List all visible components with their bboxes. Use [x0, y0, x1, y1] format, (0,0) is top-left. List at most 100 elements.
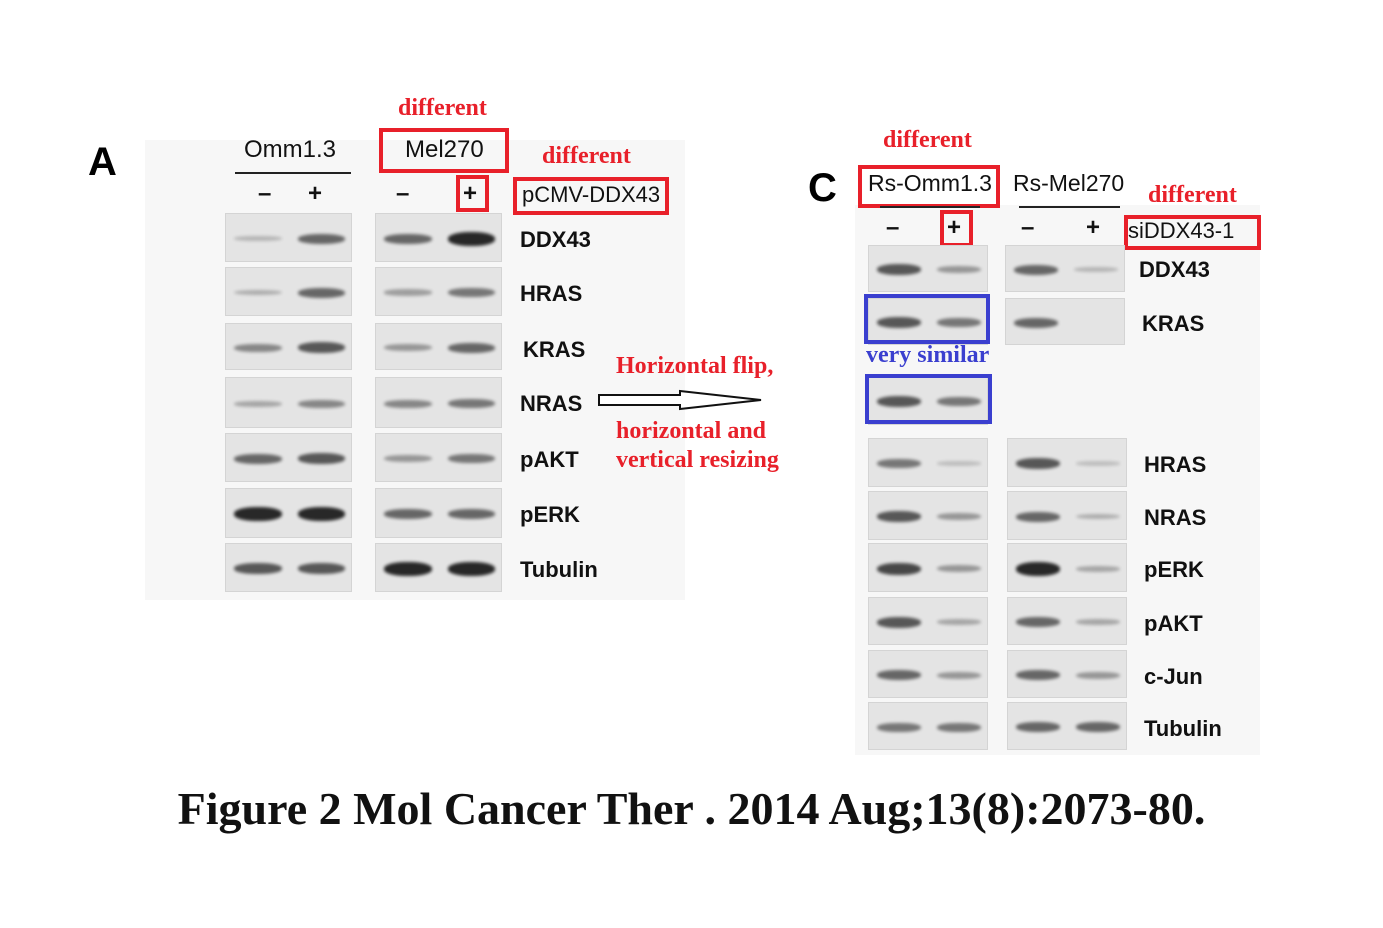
- protein-label: pERK: [1144, 557, 1204, 582]
- protein-label: DDX43: [1139, 257, 1210, 282]
- protein-label: KRAS: [1142, 311, 1205, 336]
- protein-band: [447, 231, 495, 246]
- cell-line-rs-omm13: Rs-Omm1.3: [868, 170, 992, 196]
- blot-panel: [1007, 702, 1127, 750]
- protein-label: c-Jun: [1144, 664, 1203, 689]
- cell-line-mel270: Mel270: [405, 136, 484, 163]
- protein-band: [937, 396, 981, 406]
- panel-a-letter: A: [88, 140, 117, 184]
- lane-plus: +: [1086, 214, 1101, 241]
- protein-band: [877, 459, 921, 468]
- divider-line: [1019, 206, 1120, 208]
- protein-band: [297, 342, 345, 353]
- protein-band: [384, 455, 432, 462]
- annotation-different: different: [883, 127, 972, 153]
- protein-band: [1014, 264, 1058, 275]
- blot-panel: [1007, 543, 1127, 592]
- panel-c-letter: C: [808, 166, 837, 210]
- blot-panel: [375, 267, 502, 316]
- protein-band: [297, 287, 345, 298]
- protein-band: [447, 454, 495, 463]
- protein-band: [1016, 617, 1060, 627]
- annotation-resizing: vertical resizing: [616, 447, 779, 473]
- treatment-label: siDDX43-1: [1128, 218, 1235, 243]
- treatment-label: pCMV-DDX43: [522, 182, 661, 207]
- annotation-flip: Horizontal flip,: [616, 353, 774, 379]
- lane-plus: +: [947, 214, 962, 241]
- protein-band: [384, 344, 432, 351]
- highlight-box-similar: [864, 294, 990, 344]
- protein-band: [937, 461, 981, 466]
- protein-label: KRAS: [523, 337, 586, 362]
- protein-label: HRAS: [1144, 452, 1207, 477]
- blot-panel: [868, 597, 988, 645]
- protein-band: [877, 264, 921, 275]
- protein-band: [297, 507, 345, 521]
- protein-band: [1016, 722, 1060, 732]
- protein-label: Tubulin: [520, 557, 598, 582]
- protein-band: [1016, 511, 1060, 522]
- highlight-box-mel270: [379, 128, 509, 173]
- protein-band: [1016, 670, 1060, 680]
- protein-band: [877, 317, 921, 328]
- protein-band: [234, 289, 282, 296]
- protein-band: [447, 288, 495, 297]
- protein-band: [1076, 619, 1120, 625]
- annotation-different: different: [1148, 182, 1237, 208]
- blot-panel: [375, 213, 502, 262]
- lane-minus: –: [1021, 214, 1035, 241]
- protein-band: [384, 233, 432, 244]
- protein-band: [297, 563, 345, 574]
- annotation-different: different: [398, 95, 487, 121]
- protein-label: NRAS: [1144, 505, 1207, 530]
- blot-panel: [868, 491, 988, 540]
- blot-panel: [225, 323, 352, 370]
- protein-band: [297, 453, 345, 464]
- protein-label: pAKT: [520, 447, 579, 472]
- lane-minus: –: [886, 214, 900, 241]
- blot-panel: [868, 245, 988, 292]
- protein-band: [877, 722, 921, 732]
- protein-label: DDX43: [520, 227, 591, 252]
- protein-band: [384, 561, 432, 576]
- protein-band: [1076, 671, 1120, 679]
- blot-panel: [375, 377, 502, 428]
- cell-line-rs-mel270: Rs-Mel270: [1013, 170, 1125, 196]
- blot-panel: [868, 298, 988, 345]
- blot-panel: [1007, 438, 1127, 487]
- blot-panel: [1007, 650, 1127, 698]
- protein-band: [1016, 458, 1060, 469]
- protein-band: [234, 453, 282, 464]
- highlight-box-plus: [940, 210, 973, 247]
- protein-band: [234, 507, 282, 521]
- protein-band: [937, 671, 981, 679]
- protein-band: [877, 616, 921, 628]
- protein-label: pERK: [520, 502, 580, 527]
- protein-band: [384, 399, 432, 408]
- blot-panel: [868, 702, 988, 750]
- protein-label: NRAS: [520, 391, 583, 416]
- protein-band: [877, 562, 921, 575]
- protein-band: [937, 619, 981, 625]
- protein-band: [1076, 513, 1120, 520]
- lane-plus: +: [463, 180, 478, 207]
- cell-line-omm13: Omm1.3: [244, 136, 337, 163]
- annotation-very-similar: very similar: [866, 342, 990, 368]
- divider-line: [880, 206, 980, 208]
- protein-band: [234, 343, 282, 352]
- protein-band: [234, 400, 282, 407]
- protein-band: [937, 513, 981, 520]
- protein-label: Tubulin: [1144, 716, 1222, 741]
- lane-minus: –: [258, 180, 272, 207]
- protein-band: [937, 722, 981, 732]
- blot-panel: [868, 543, 988, 592]
- blot-panel: [225, 267, 352, 316]
- protein-band: [1074, 267, 1118, 272]
- blot-panel: [868, 650, 988, 698]
- lane-minus: –: [396, 180, 410, 207]
- figure-caption: Figure 2 Mol Cancer Ther . 2014 Aug;13(8…: [177, 783, 1206, 834]
- protein-band: [234, 563, 282, 574]
- blot-panel: [225, 213, 352, 262]
- protein-band: [447, 561, 495, 576]
